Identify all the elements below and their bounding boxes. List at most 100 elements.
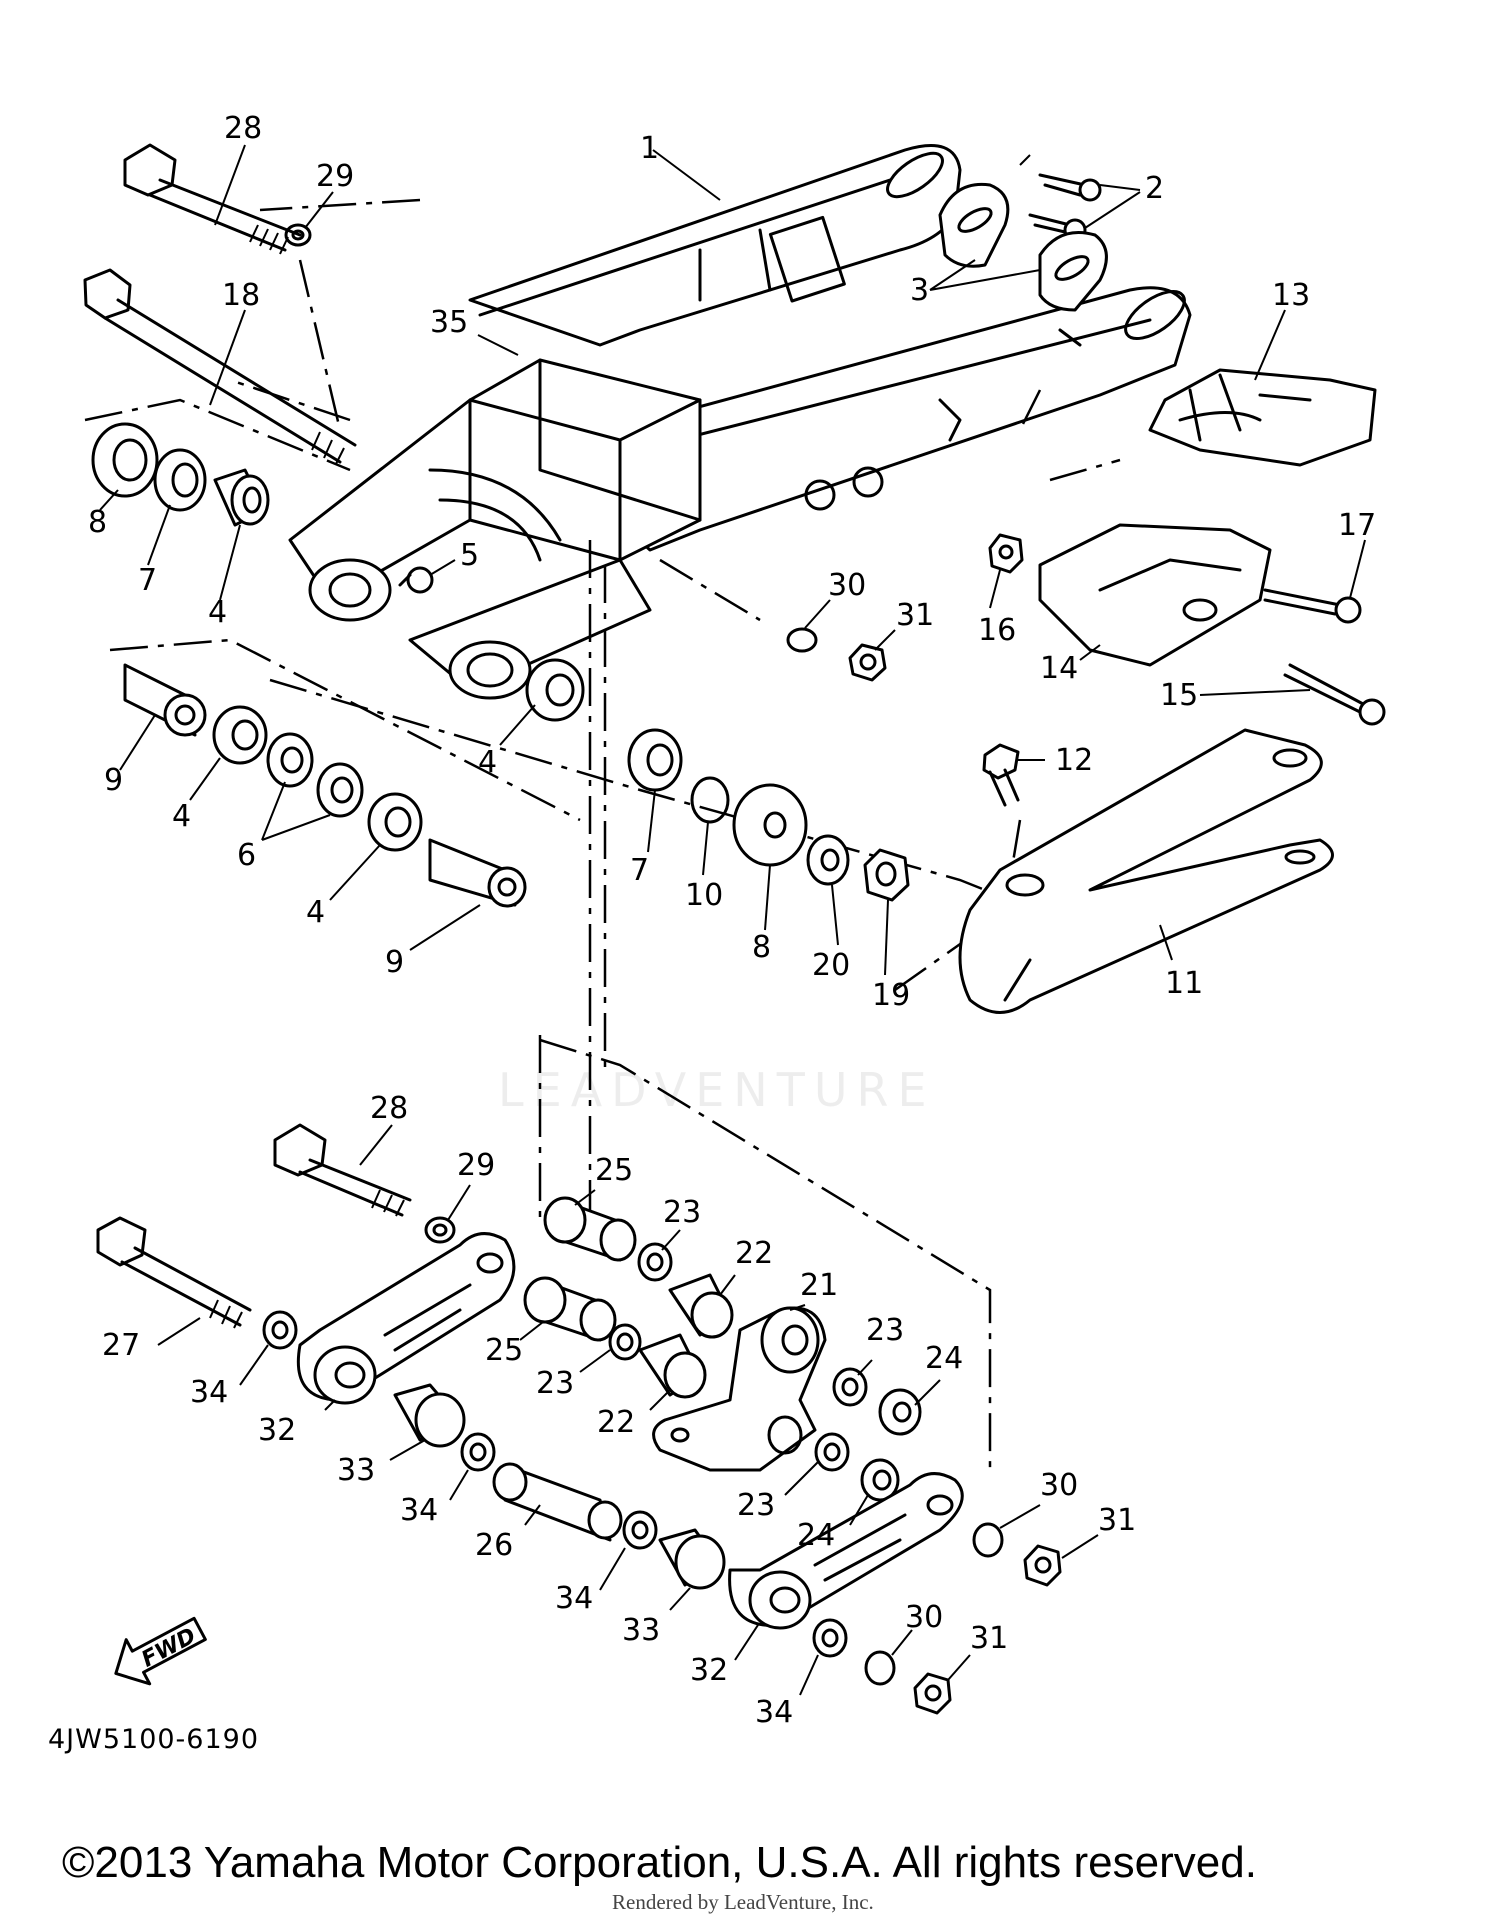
nut-16[interactable] (988, 533, 1024, 574)
chain-guide-13[interactable] (1148, 368, 1377, 467)
callout-23: 23 (536, 1366, 574, 1401)
callout-32: 32 (690, 1653, 728, 1688)
callout-10: 10 (685, 878, 723, 913)
callout-30: 30 (828, 568, 866, 603)
callout-34: 34 (555, 1581, 593, 1616)
bushing-33-a[interactable] (393, 1383, 466, 1448)
bushing-4-middle[interactable] (367, 792, 423, 852)
washer-29-lower[interactable] (424, 1216, 456, 1244)
leader-lines (99, 144, 1366, 1696)
rendered-by-credit: Rendered by LeadVenture, Inc. (612, 1890, 874, 1914)
callout-25: 25 (485, 1333, 523, 1368)
seal-23-d[interactable] (814, 1432, 850, 1472)
bolt-12[interactable] (982, 743, 1020, 807)
callout-12: 12 (1055, 743, 1093, 778)
shaft-18[interactable] (83, 268, 357, 465)
callout-31: 31 (1098, 1503, 1136, 1538)
seal-6-b[interactable] (316, 762, 364, 818)
bushing-4-left[interactable] (212, 705, 268, 765)
bolt-5[interactable] (398, 566, 434, 594)
washer-34-d[interactable] (812, 1618, 848, 1658)
washer-30-lower-a[interactable] (972, 1522, 1004, 1558)
bearing-7-left[interactable] (153, 448, 207, 512)
callout-24: 24 (797, 1518, 835, 1553)
callout-24: 24 (925, 1341, 963, 1376)
bolt-17[interactable] (1263, 588, 1362, 624)
adjuster-plate-3-b[interactable] (1038, 231, 1108, 312)
callout-27: 27 (102, 1328, 140, 1363)
washer-10[interactable] (690, 776, 730, 824)
washer-30-lower-b[interactable] (864, 1650, 896, 1686)
collar-24-a[interactable] (878, 1388, 922, 1436)
callout-33: 33 (337, 1453, 375, 1488)
bearing-7-right[interactable] (627, 728, 683, 792)
connecting-rod-32-upper[interactable] (296, 1232, 516, 1405)
callout-4: 4 (172, 799, 191, 834)
bolt-28-upper[interactable] (123, 143, 302, 255)
callout-18: 18 (222, 278, 260, 313)
callout-14: 14 (1040, 651, 1078, 686)
callout-29: 29 (316, 159, 354, 194)
callout-6: 6 (237, 838, 256, 873)
washer-34-b[interactable] (460, 1432, 496, 1472)
nut-31-lower-b[interactable] (913, 1672, 952, 1715)
callout-16: 16 (978, 613, 1016, 648)
connecting-rod-32-lower[interactable] (728, 1472, 964, 1630)
bolt-2-pair[interactable] (1019, 154, 1141, 242)
bushing-22-b[interactable] (638, 1333, 707, 1399)
washer-30-upper[interactable] (786, 627, 818, 653)
callout-1: 1 (640, 131, 659, 166)
callout-5: 5 (460, 538, 479, 573)
nut-31-lower-a[interactable] (1023, 1544, 1062, 1587)
bolt-28-lower[interactable] (273, 1123, 412, 1217)
watermark: LEADVENTURE (498, 1063, 936, 1117)
callout-7: 7 (630, 853, 649, 888)
relay-arm-11[interactable] (958, 728, 1334, 1014)
bushing-4-pivot[interactable] (213, 468, 270, 527)
seal-6-a[interactable] (266, 732, 314, 788)
copyright-notice: ©2013 Yamaha Motor Corporation, U.S.A. A… (62, 1838, 1257, 1887)
collar-24-b[interactable] (860, 1458, 900, 1502)
collar-25-b[interactable] (523, 1276, 617, 1342)
swingarm[interactable] (288, 144, 1192, 700)
washer-29-upper[interactable] (284, 223, 312, 247)
callout-29: 29 (457, 1148, 495, 1183)
callout-13: 13 (1272, 278, 1310, 313)
diagram-id: 4JW5100-6190 (48, 1724, 260, 1755)
washer-34-c[interactable] (622, 1510, 658, 1550)
assembly-guide-lines (84, 198, 1121, 1470)
relay-link-21[interactable] (652, 1306, 827, 1472)
callout-32: 32 (258, 1413, 296, 1448)
guide-bracket-14[interactable] (1038, 523, 1272, 667)
collar-25-a[interactable] (543, 1196, 637, 1262)
collar-9-left[interactable] (123, 663, 207, 737)
callout-33: 33 (622, 1613, 660, 1648)
callout-labels: 28 29 18 35 1 2 3 13 8 7 4 5 30 31 16 17… (88, 111, 1376, 1730)
seal-23-c[interactable] (832, 1367, 868, 1407)
adjuster-plate-3-a[interactable] (938, 182, 1010, 268)
pivot-seal-8-right[interactable] (732, 783, 808, 867)
pivot-seal-8-left[interactable] (91, 422, 159, 498)
callout-26: 26 (475, 1528, 513, 1563)
callout-7: 7 (138, 563, 157, 598)
washer-34-a[interactable] (262, 1310, 298, 1350)
callout-9: 9 (104, 763, 123, 798)
callout-4: 4 (306, 895, 325, 930)
washer-20[interactable] (806, 834, 850, 886)
callout-2: 2 (1145, 171, 1164, 206)
seal-23-a[interactable] (637, 1242, 673, 1282)
collar-9-right[interactable] (428, 838, 527, 908)
callout-11: 11 (1165, 966, 1203, 1001)
callout-30: 30 (1040, 1468, 1078, 1503)
bolt-15[interactable] (1283, 663, 1386, 726)
callout-23: 23 (866, 1313, 904, 1348)
bushing-4-right[interactable] (525, 658, 585, 722)
bushing-33-b[interactable] (658, 1528, 726, 1590)
bolt-27[interactable] (96, 1216, 252, 1329)
nut-19[interactable] (863, 848, 910, 902)
seal-23-b[interactable] (608, 1323, 642, 1361)
nut-31-upper[interactable] (848, 643, 887, 682)
bushing-22-a[interactable] (668, 1273, 734, 1339)
collar-26[interactable] (492, 1462, 623, 1542)
